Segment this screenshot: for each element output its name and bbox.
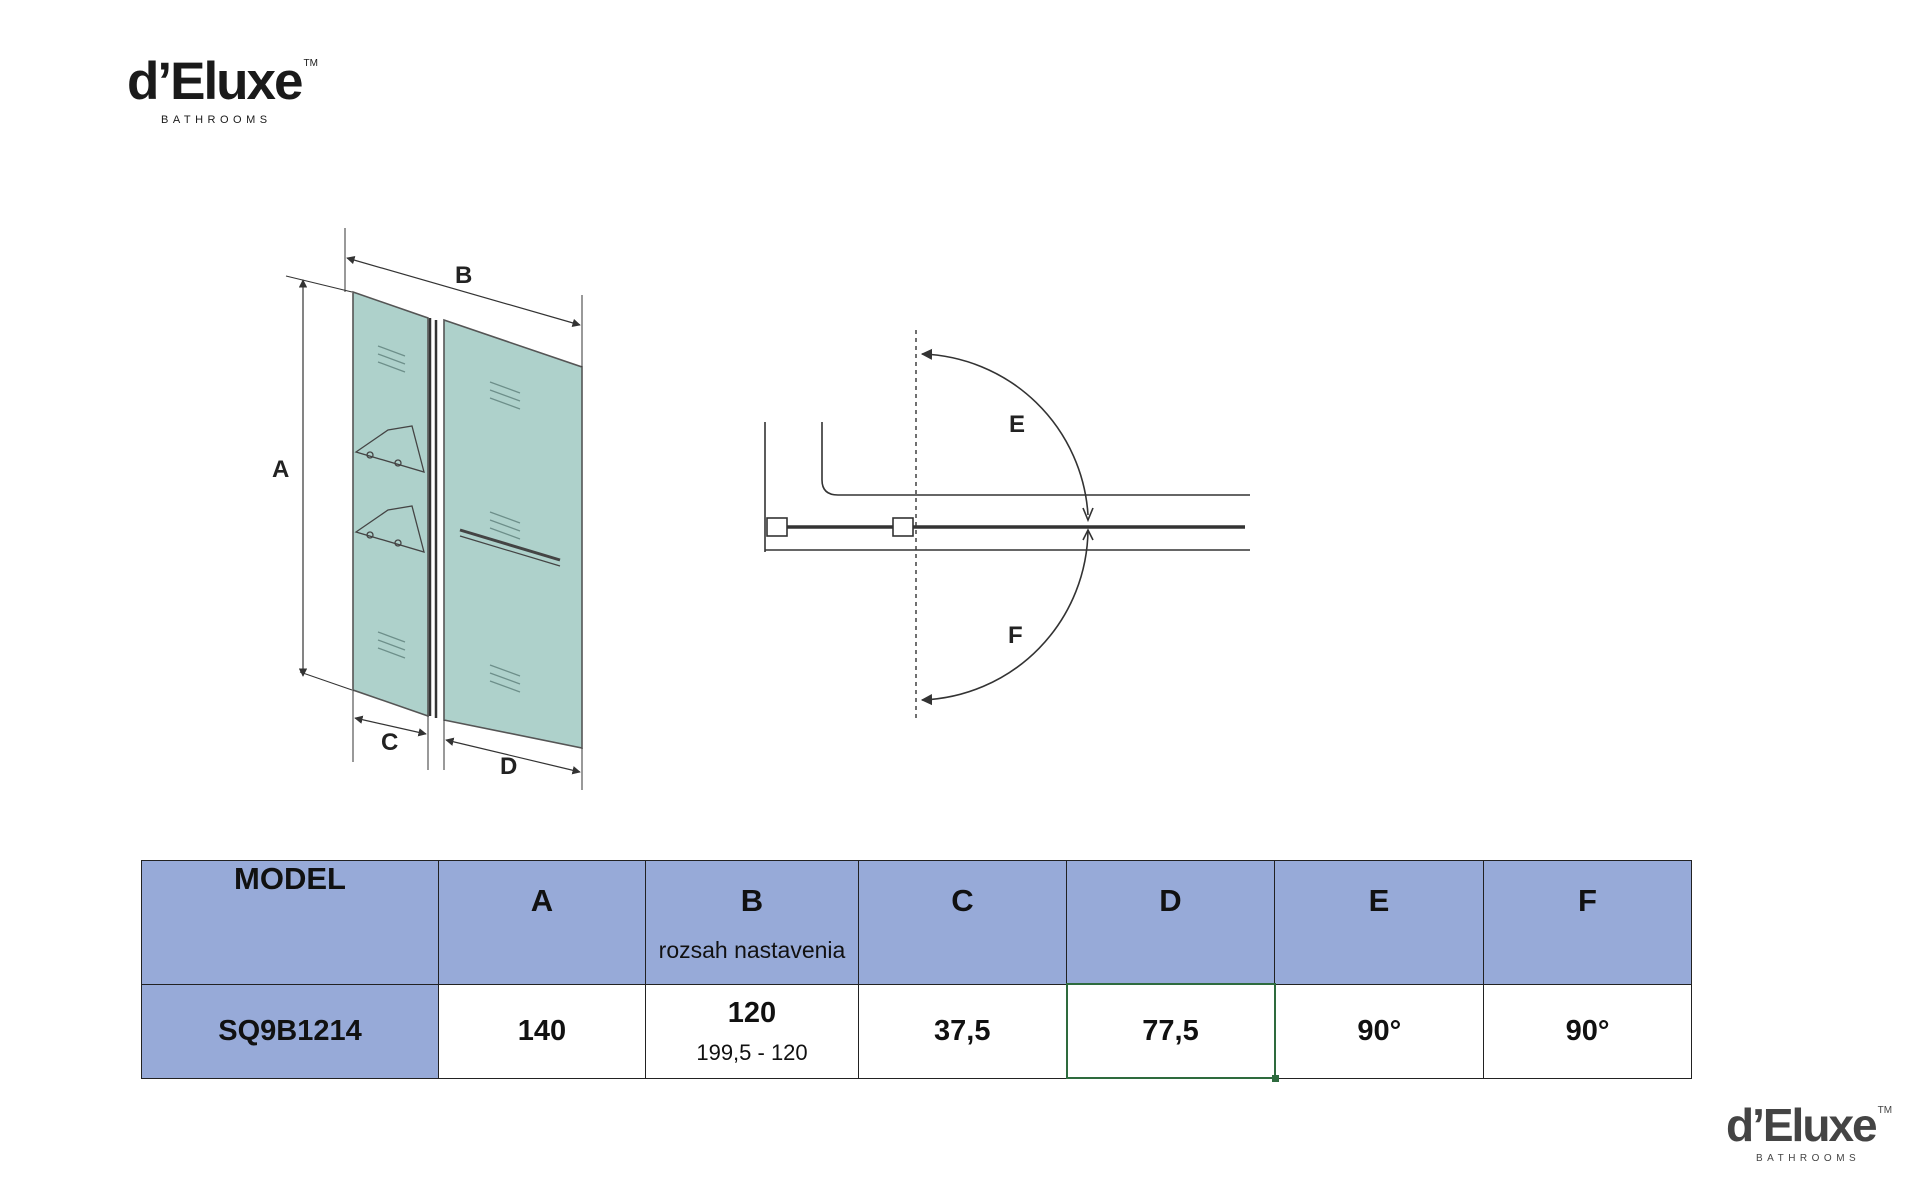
dimensions-table: MODEL A B rozsah nastavenia C D E F SQ9B…	[141, 860, 1692, 1082]
header-a[interactable]: A	[438, 860, 646, 985]
header-f[interactable]: F	[1483, 860, 1692, 985]
selection-fill-handle[interactable]	[1271, 1075, 1279, 1082]
trademark-mark: TM	[1877, 1105, 1893, 1116]
cell-c[interactable]: 37,5	[858, 983, 1067, 1079]
front-elevation	[285, 228, 583, 790]
cell-b-range: 199,5 - 120	[696, 1039, 808, 1065]
cell-a[interactable]: 140	[438, 983, 646, 1079]
label-f: F	[1008, 622, 1023, 649]
label-c: C	[381, 729, 398, 756]
label-a: A	[272, 456, 289, 483]
glass-shelf	[354, 425, 425, 553]
header-b[interactable]: B rozsah nastavenia	[645, 860, 859, 985]
header-d[interactable]: D	[1066, 860, 1275, 985]
cell-b[interactable]: 120 199,5 - 120	[645, 983, 859, 1079]
label-e: E	[1009, 411, 1025, 438]
header-model[interactable]: MODEL	[141, 860, 439, 985]
header-c[interactable]: C	[858, 860, 1067, 985]
cell-f[interactable]: 90°	[1483, 983, 1692, 1079]
header-e[interactable]: E	[1274, 860, 1484, 985]
label-d: D	[500, 753, 517, 780]
brand-tagline: BATHROOMS	[1756, 1153, 1861, 1164]
cell-model[interactable]: SQ9B1214	[141, 983, 439, 1079]
table-header-row: MODEL A B rozsah nastavenia C D E F	[141, 860, 1692, 985]
shower-screen-diagram: B A C D E F	[272, 228, 1250, 790]
swing-glass-panel	[443, 318, 583, 749]
table-row: SQ9B1214 140 120 199,5 - 120 37,5 77,5 9…	[141, 983, 1692, 1082]
cell-e[interactable]: 90°	[1274, 983, 1484, 1079]
header-b-note: rozsah nastavenia	[658, 937, 846, 963]
brand-tagline: BATHROOMS	[161, 114, 272, 126]
plan-view	[764, 330, 1250, 720]
trademark-mark: TM	[303, 58, 318, 69]
towel-bar	[459, 528, 561, 567]
label-b: B	[455, 262, 472, 289]
cell-d-value: 77,5	[1142, 1014, 1199, 1047]
cell-b-value: 120	[727, 996, 777, 1029]
cell-d-selected[interactable]: 77,5	[1065, 983, 1279, 1082]
